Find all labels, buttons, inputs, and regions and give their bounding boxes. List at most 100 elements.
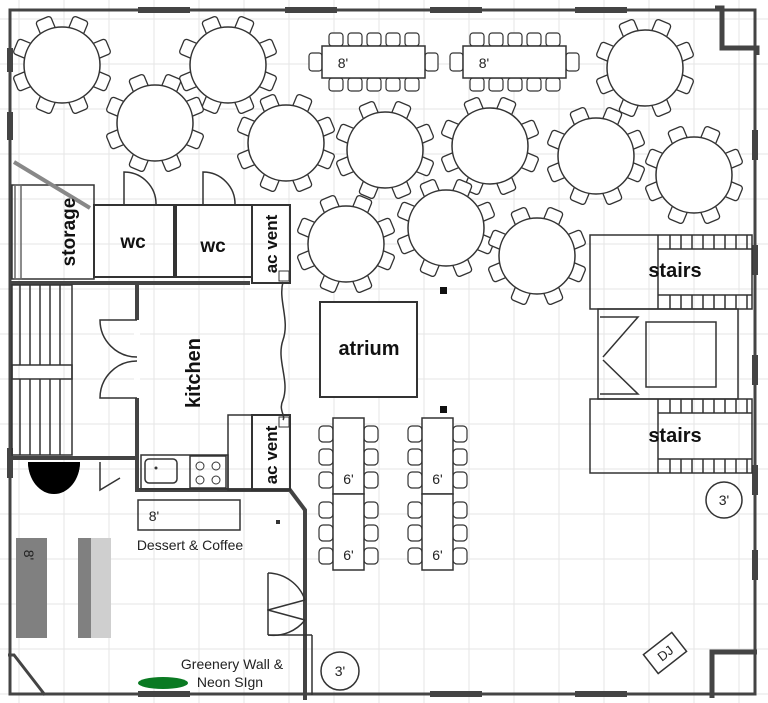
round-table-top bbox=[189, 26, 267, 104]
wc-door-swing-1 bbox=[123, 171, 157, 206]
wall-posts bbox=[7, 7, 758, 697]
dj-booth: DJ bbox=[642, 631, 688, 675]
chair bbox=[507, 32, 523, 47]
long-table-size: 6' bbox=[432, 547, 442, 563]
banquet-table-size: 8' bbox=[338, 55, 348, 71]
ac-vent-bottom-grille bbox=[278, 416, 290, 428]
atrium: atrium bbox=[319, 287, 447, 413]
chair bbox=[318, 501, 334, 519]
chair bbox=[407, 471, 423, 489]
banquet-table-top bbox=[321, 45, 426, 79]
chair bbox=[424, 52, 439, 72]
window-post bbox=[752, 355, 758, 385]
chair bbox=[347, 77, 363, 92]
storage-label: storage bbox=[59, 198, 80, 267]
left-table-size: 8' bbox=[21, 550, 37, 560]
chair bbox=[488, 77, 504, 92]
round-table bbox=[596, 19, 694, 117]
cocktail-bottom-label: 3' bbox=[335, 663, 345, 679]
interior-walls bbox=[10, 281, 307, 700]
chair bbox=[526, 32, 542, 47]
round-table-top bbox=[606, 29, 684, 107]
banquet-tables: 8' 8' bbox=[308, 32, 580, 92]
chair bbox=[545, 32, 561, 47]
dessert-coffee-label: Dessert & Coffee bbox=[137, 537, 244, 553]
round-table bbox=[13, 16, 111, 114]
chair bbox=[469, 77, 485, 92]
elevator-door-bottom bbox=[600, 359, 640, 395]
elevator-shaft bbox=[597, 308, 739, 400]
chair bbox=[318, 448, 334, 466]
chair bbox=[452, 471, 468, 489]
chair bbox=[328, 77, 344, 92]
stove-burner bbox=[211, 461, 221, 471]
chair bbox=[407, 547, 423, 565]
marker-square bbox=[276, 520, 280, 524]
side-room: 8' bbox=[16, 462, 121, 638]
chair bbox=[363, 501, 379, 519]
chair bbox=[366, 77, 382, 92]
chair bbox=[407, 524, 423, 542]
kitchen-door-swing-top bbox=[99, 319, 138, 358]
window-post bbox=[7, 48, 13, 72]
stair-landing bbox=[11, 364, 73, 380]
entry-door-swing-top bbox=[267, 572, 306, 601]
chair bbox=[452, 425, 468, 443]
stove bbox=[189, 455, 227, 489]
outer-walls bbox=[8, 8, 757, 696]
right-stairs bbox=[589, 234, 753, 474]
wc-door-swing-2 bbox=[202, 171, 236, 206]
column-marker bbox=[440, 287, 447, 294]
chair bbox=[404, 32, 420, 47]
round-table-top bbox=[346, 111, 424, 189]
banquet-table: 8' bbox=[308, 32, 439, 92]
round-table bbox=[179, 16, 277, 114]
chair bbox=[385, 77, 401, 92]
chair bbox=[526, 77, 542, 92]
round-table bbox=[297, 195, 395, 293]
round-table-top bbox=[247, 104, 325, 182]
chair bbox=[452, 547, 468, 565]
entry-door-swing-bottom bbox=[267, 619, 306, 637]
wc-rooms: wc wc bbox=[93, 171, 253, 278]
long-table-size: 6' bbox=[432, 471, 442, 487]
stove-burner bbox=[195, 475, 205, 485]
corner-column-bottom-left bbox=[8, 653, 47, 696]
chair bbox=[488, 32, 504, 47]
gray-table-left bbox=[16, 538, 47, 638]
sink-drain bbox=[154, 466, 158, 470]
long-table-top bbox=[421, 417, 454, 495]
left-stair-outline bbox=[11, 284, 73, 456]
chair bbox=[318, 471, 334, 489]
window-post bbox=[752, 245, 758, 275]
window-post bbox=[285, 7, 337, 13]
chair bbox=[385, 32, 401, 47]
chair bbox=[318, 524, 334, 542]
window-post bbox=[7, 112, 13, 140]
round-table-top bbox=[407, 189, 485, 267]
chair bbox=[449, 52, 464, 72]
round-table-top bbox=[498, 217, 576, 295]
ac-vent-top: ac vent bbox=[251, 204, 291, 284]
kitchen-label: kitchen bbox=[183, 338, 205, 408]
chair bbox=[452, 448, 468, 466]
round-table-top bbox=[655, 136, 733, 214]
chair bbox=[308, 52, 323, 72]
kitchen-curtain bbox=[280, 281, 286, 421]
round-table bbox=[106, 74, 204, 172]
stove-burner bbox=[195, 461, 205, 471]
cocktail-right-label: 3' bbox=[719, 492, 729, 508]
banquet-table-size: 8' bbox=[479, 55, 489, 71]
window-post bbox=[138, 7, 190, 13]
chair bbox=[328, 32, 344, 47]
chair bbox=[407, 448, 423, 466]
storage-shelf bbox=[14, 184, 22, 280]
kitchen-wall bbox=[10, 281, 307, 700]
greenery-label-line1: Greenery Wall & bbox=[181, 656, 284, 672]
side-door-swing bbox=[99, 462, 121, 492]
entry-door-leaf-bottom bbox=[267, 609, 306, 635]
round-table bbox=[488, 207, 586, 305]
greenery-label-line2: Neon SIgn bbox=[197, 674, 263, 690]
chair bbox=[318, 425, 334, 443]
